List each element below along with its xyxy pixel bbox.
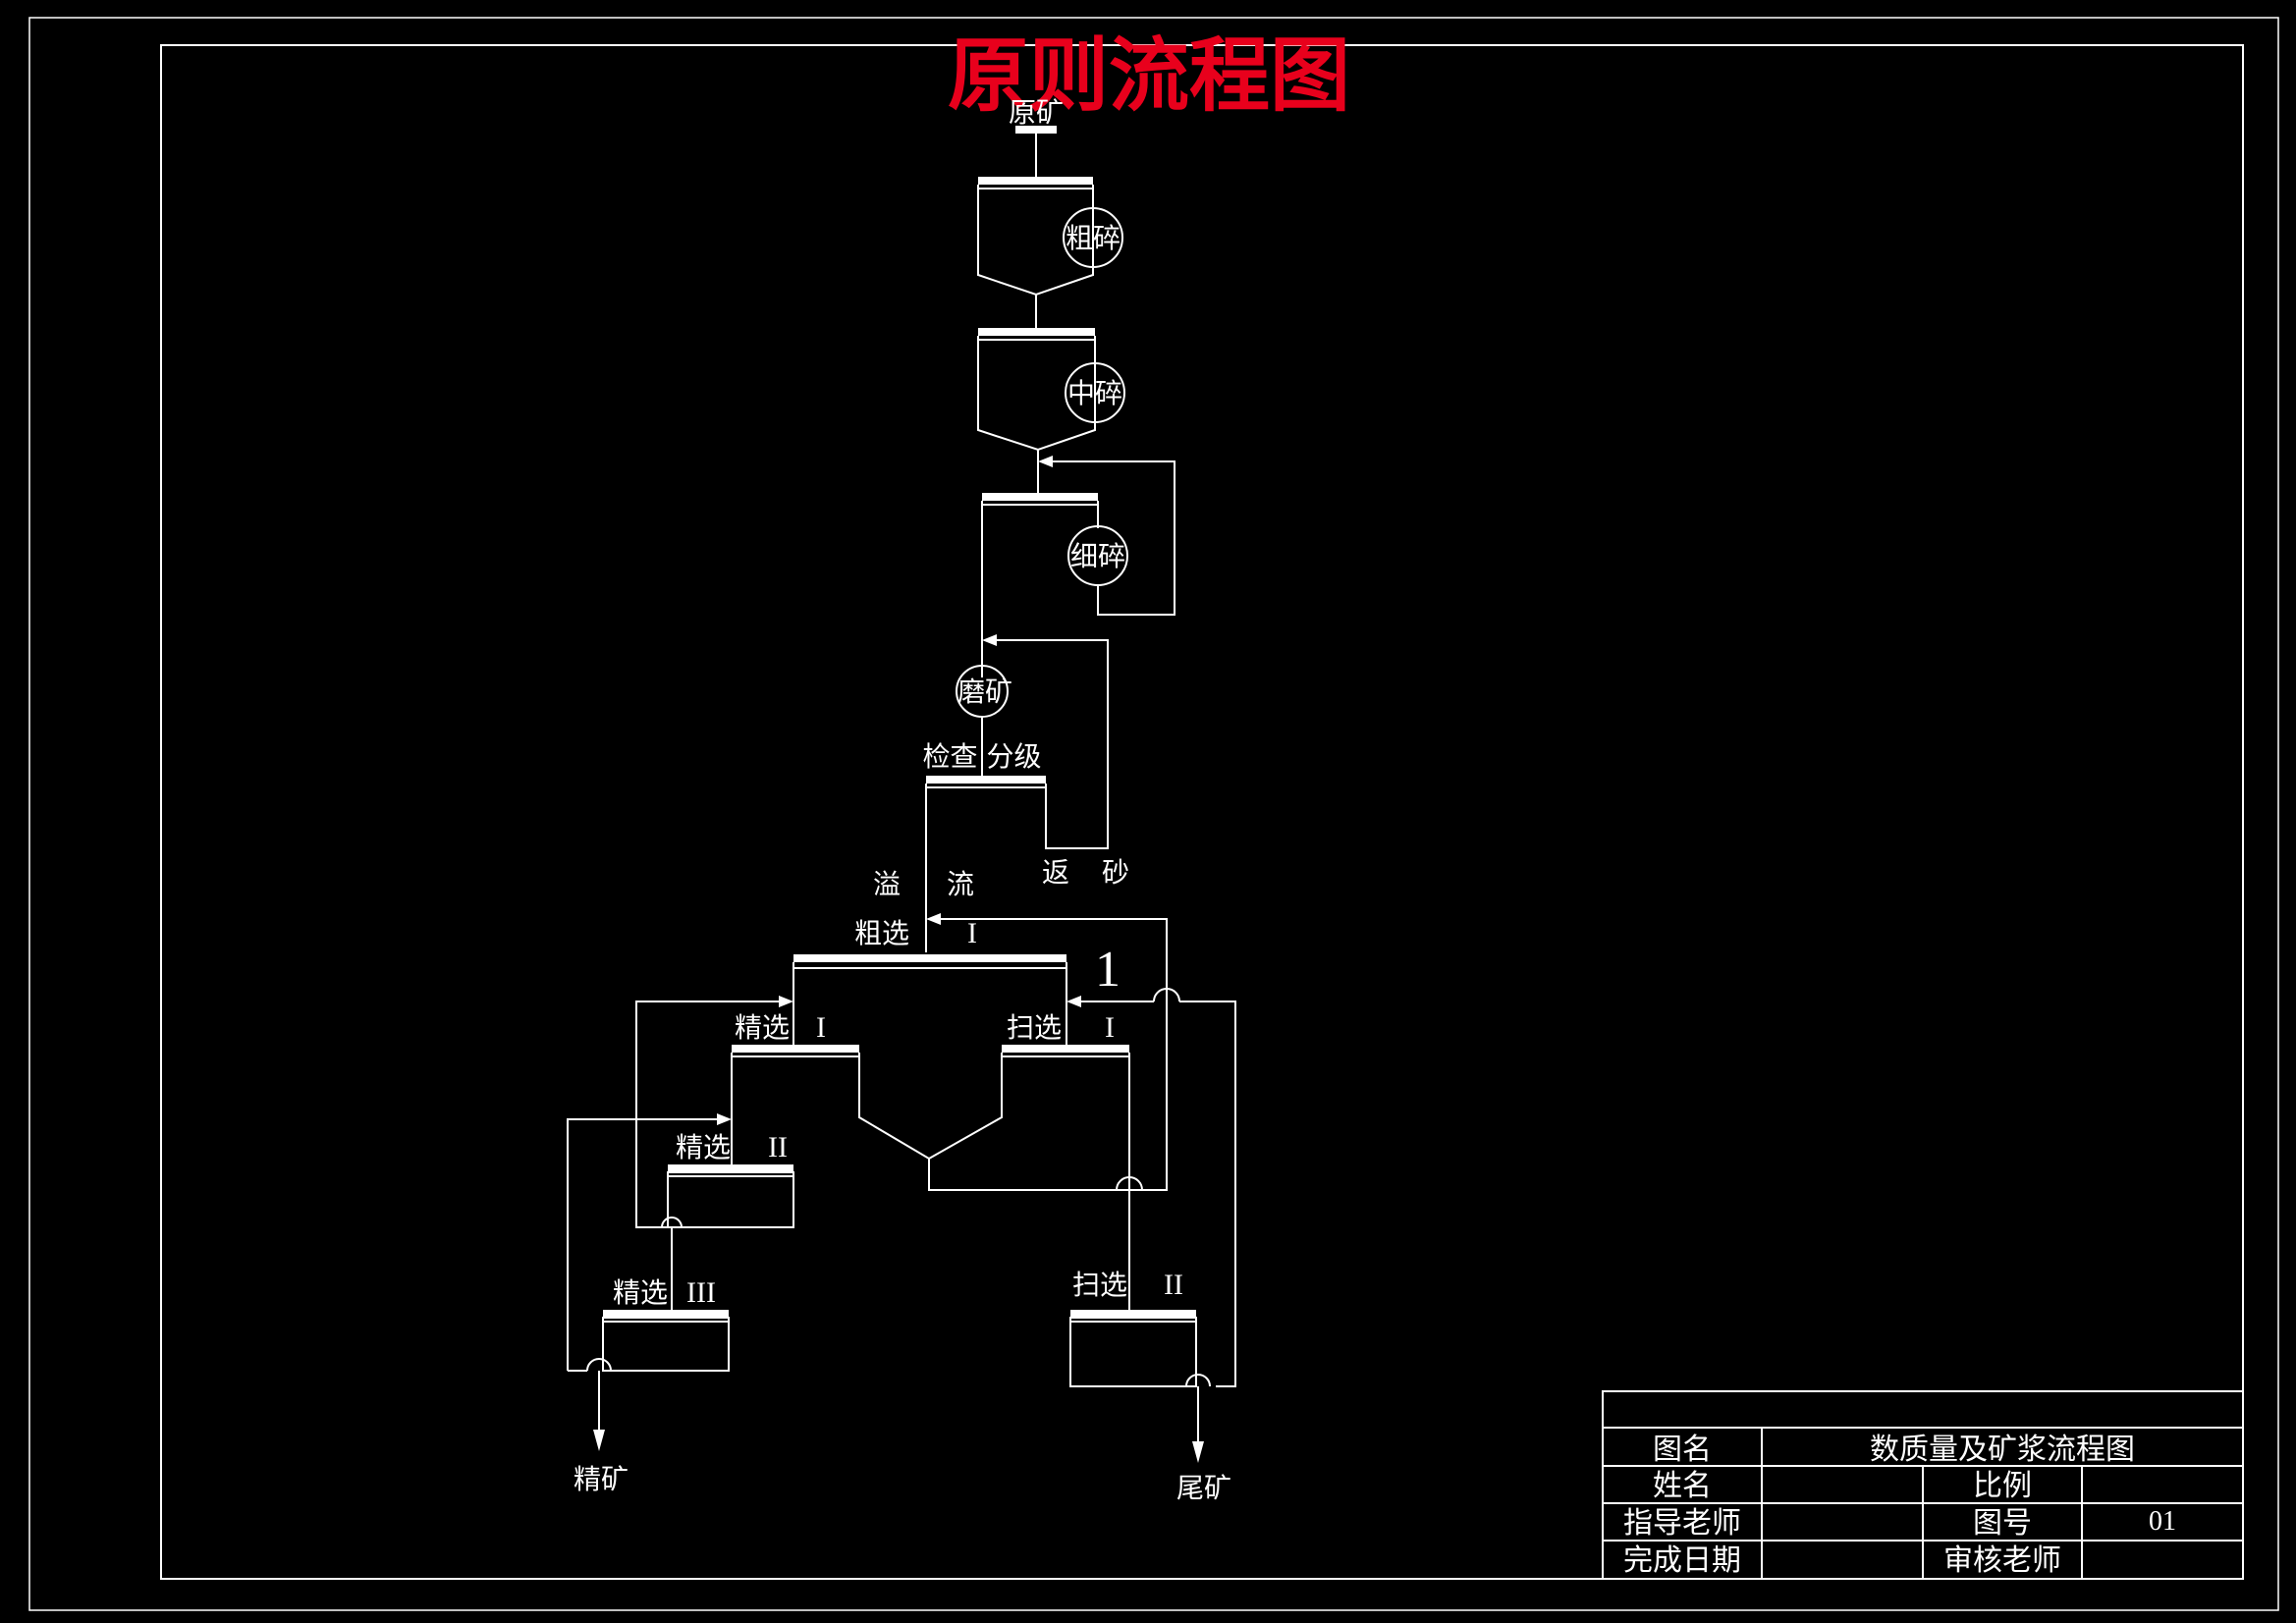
concentrate-arrow-icon — [593, 1430, 605, 1451]
cleaning-3-stage: 精选 III 精矿 — [568, 1276, 730, 1495]
medium-crusher-icon — [1065, 362, 1125, 423]
date-label-text: 完成日期 — [1623, 1543, 1741, 1578]
reviewer-label-text: 审核老师 — [1943, 1543, 2061, 1578]
cleaning-1-stage: 精选 I — [635, 996, 1003, 1228]
medium-crush-label: 中碎 — [1067, 377, 1122, 409]
scav-2-text: 扫选 — [1072, 1269, 1127, 1301]
title-block: 图名 数质量及矿浆流程图 姓名 比例 指导老师 图号 01 完成日期 审核老师 — [1602, 1390, 2244, 1580]
tailings-label: 尾矿 — [1176, 1472, 1231, 1504]
clean-3-num-text: III — [686, 1276, 716, 1309]
return-sand-2-text: 砂 — [1102, 856, 1129, 889]
fine-crush-stage: 细碎 — [981, 456, 1175, 677]
coarse-crusher-icon — [1063, 207, 1123, 268]
drawing-name-value-text: 数质量及矿浆流程图 — [1870, 1433, 2135, 1467]
classify-label: 检查 分级 — [923, 740, 1042, 773]
rough-sep-text: 粗选 — [854, 917, 909, 949]
return-sand-1-text: 返 — [1042, 856, 1069, 889]
grinding-label: 磨矿 — [957, 676, 1012, 708]
drawing-title: 原则流程图 — [948, 28, 1350, 123]
name-label-text: 姓名 — [1653, 1469, 1712, 1503]
scav-2-num-text: II — [1164, 1269, 1183, 1301]
raw-ore-bar — [1015, 126, 1057, 134]
advisor-label-text: 指导老师 — [1623, 1506, 1741, 1541]
stream-number: 1 — [1095, 942, 1121, 998]
clean-3-text: 精选 — [613, 1276, 668, 1309]
classification-stage: 检查 分级 溢 流 返 砂 — [873, 740, 1129, 952]
drawing-name-label-text: 图名 — [1653, 1433, 1712, 1467]
raw-ore-label: 原矿 — [1009, 96, 1064, 129]
scav-1-text: 扫选 — [1007, 1011, 1062, 1044]
coarse-crush-label: 粗碎 — [1066, 222, 1121, 254]
coarse-crush-stage: 粗碎 — [977, 177, 1123, 328]
scavenging-2-stage: 扫选 II 尾矿 — [1069, 1269, 1231, 1504]
fine-crush-label: 细碎 — [1070, 540, 1125, 572]
concentrate-label: 精矿 — [574, 1463, 629, 1495]
grinding-stage: 磨矿 — [956, 634, 1109, 776]
rough-num-text: I — [967, 917, 977, 949]
clean-1-text: 精选 — [735, 1011, 790, 1044]
roughing-stage: 粗选 I 1 — [793, 913, 1168, 1049]
drawing-no-label-text: 图号 — [1973, 1506, 2032, 1541]
cleaning-2-stage: 精选 II — [567, 1113, 794, 1371]
outer-border — [28, 17, 2279, 1611]
drawing-no-value-text: 01 — [2149, 1506, 2176, 1537]
medium-crush-stage: 中碎 — [977, 328, 1125, 493]
clean-2-num-text: II — [768, 1131, 788, 1163]
overflow-1-text: 溢 — [873, 868, 901, 900]
clean-2-text: 精选 — [676, 1131, 731, 1163]
scavenging-1-stage: 扫选 I — [928, 982, 1236, 1387]
scav-1-num-text: I — [1105, 1011, 1115, 1044]
clean-1-num-text: I — [816, 1011, 826, 1044]
inner-border — [160, 44, 2244, 1580]
scale-label-text: 比例 — [1973, 1469, 2032, 1503]
tailings-arrow-icon — [1192, 1441, 1204, 1463]
overflow-2-text: 流 — [947, 868, 974, 900]
